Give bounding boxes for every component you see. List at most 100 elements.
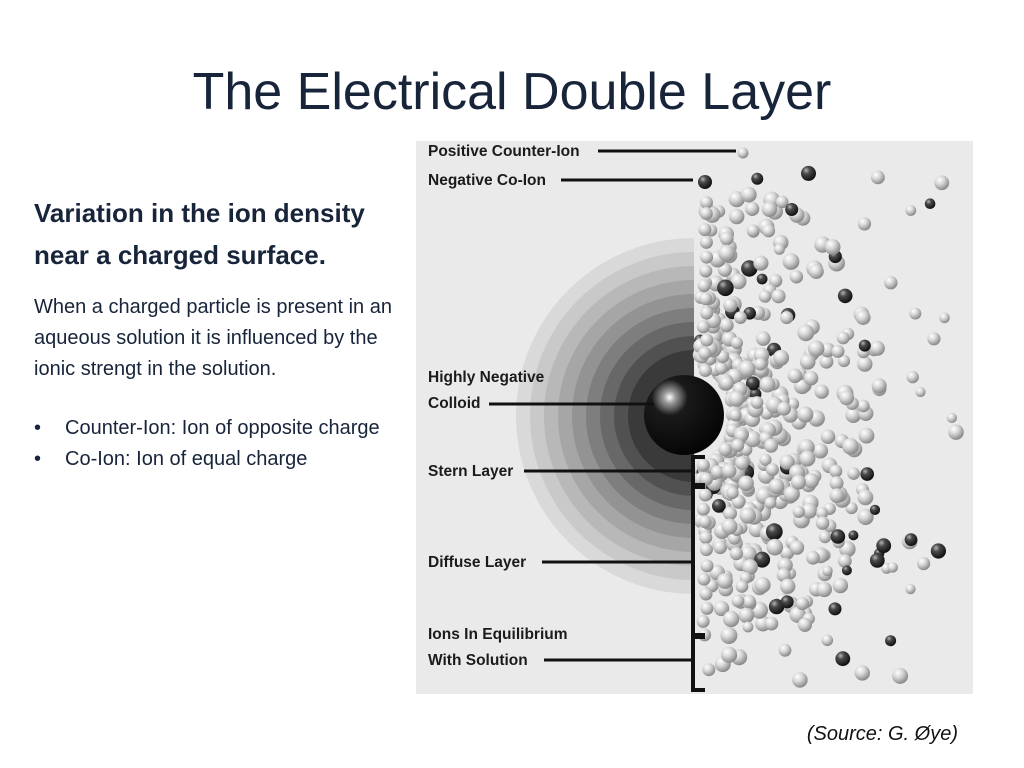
- positive-counter-ion-particle: [721, 518, 738, 535]
- negative-co-ion-particle: [904, 533, 918, 546]
- negative-co-ion-particle: [768, 598, 785, 615]
- positive-counter-ion-particle: [702, 663, 716, 677]
- positive-counter-ion-particle: [728, 191, 745, 208]
- positive-counter-ion-particle: [857, 356, 873, 372]
- label-negative-co-ion: Negative Co-Ion: [428, 172, 546, 189]
- negative-co-ion-particle: [780, 595, 794, 609]
- positive-counter-ion-particle: [710, 465, 725, 479]
- positive-counter-ion-particle: [905, 584, 916, 595]
- positive-counter-ion-particle: [759, 453, 772, 466]
- negative-co-ion-particle: [756, 273, 768, 285]
- positive-counter-ion-particle: [756, 331, 771, 346]
- positive-counter-ion-particle: [789, 540, 805, 555]
- positive-counter-ion-particle: [762, 224, 776, 238]
- positive-counter-ion-particle: [836, 331, 850, 345]
- positive-counter-ion-particle: [758, 290, 772, 303]
- positive-counter-ion-particle: [819, 354, 834, 369]
- positive-counter-ion-particle: [909, 307, 922, 320]
- negative-co-ion-particle: [785, 203, 799, 216]
- positive-counter-ion-particle: [699, 587, 713, 601]
- positive-counter-ion-particle: [700, 601, 714, 615]
- positive-counter-ion-particle: [698, 488, 712, 502]
- positive-counter-ion-particle: [946, 412, 958, 423]
- positive-counter-ion-particle: [766, 538, 784, 556]
- positive-counter-ion-particle: [700, 472, 713, 486]
- positive-counter-ion-particle: [722, 610, 740, 628]
- positive-counter-ion-particle: [816, 581, 832, 598]
- positive-counter-ion-particle: [869, 340, 885, 356]
- positive-counter-ion-particle: [801, 503, 818, 519]
- positive-counter-ion-particle: [740, 186, 757, 203]
- positive-counter-ion-particle: [855, 310, 871, 325]
- positive-counter-ion-particle: [719, 231, 734, 246]
- positive-counter-ion-particle: [771, 289, 786, 304]
- section-heading: Variation in the ion density near a char…: [34, 198, 365, 270]
- positive-counter-ion-particle: [696, 614, 710, 628]
- positive-counter-ion-particle: [806, 550, 820, 565]
- positive-counter-ion-particle: [700, 333, 714, 347]
- positive-counter-ion-particle: [887, 562, 898, 573]
- positive-counter-ion-particle: [719, 376, 734, 391]
- positive-counter-ion-particle: [796, 597, 809, 611]
- positive-counter-ion-particle: [777, 401, 791, 416]
- positive-counter-ion-particle: [821, 634, 834, 647]
- positive-counter-ion-particle: [818, 530, 832, 544]
- positive-counter-ion-particle: [857, 217, 872, 231]
- positive-counter-ion-particle: [713, 540, 727, 555]
- negative-co-ion-particle: [876, 538, 892, 554]
- positive-counter-ion-particle: [842, 438, 859, 455]
- positive-counter-ion-particle: [696, 320, 710, 334]
- positive-counter-ion-particle: [730, 273, 747, 290]
- positive-counter-ion-particle: [792, 672, 808, 688]
- positive-counter-ion-particle: [765, 463, 779, 477]
- ion-particles: [692, 147, 964, 688]
- negative-co-ion-particle: [741, 260, 758, 277]
- positive-counter-ion-particle: [857, 508, 874, 525]
- positive-counter-ion-particle: [837, 554, 852, 568]
- positive-counter-ion-particle: [815, 516, 830, 530]
- positive-counter-ion-particle: [768, 274, 783, 288]
- source-citation: (Source: G. Øye): [806, 723, 958, 745]
- negative-co-ion-particle: [751, 172, 764, 185]
- positive-counter-ion-particle: [746, 224, 760, 238]
- positive-counter-ion-particle: [797, 617, 812, 632]
- positive-counter-ion-particle: [726, 486, 739, 500]
- positive-counter-ion-particle: [814, 384, 829, 399]
- label-with-solution: With Solution: [428, 652, 528, 669]
- label-stern-layer: Stern Layer: [428, 463, 513, 480]
- positive-counter-ion-particle: [905, 205, 917, 216]
- label-ions-in-equilibrium: Ions In Equilibrium: [428, 626, 568, 643]
- positive-counter-ion-particle: [699, 531, 713, 544]
- positive-counter-ion-particle: [764, 616, 779, 631]
- positive-counter-ion-particle: [699, 235, 713, 249]
- positive-counter-ion-particle: [731, 438, 745, 452]
- positive-counter-ion-particle: [729, 208, 745, 225]
- positive-counter-ion-particle: [797, 324, 815, 342]
- negative-co-ion-particle: [924, 198, 936, 209]
- positive-counter-ion-particle: [718, 442, 733, 457]
- negative-co-ion-particle: [930, 543, 947, 559]
- positive-counter-ion-particle: [721, 646, 738, 663]
- positive-counter-ion-particle: [700, 196, 713, 209]
- positive-counter-ion-particle: [812, 443, 829, 459]
- positive-counter-ion-particle: [764, 438, 779, 453]
- positive-counter-ion-particle: [799, 354, 816, 370]
- positive-counter-ion-particle: [729, 409, 742, 422]
- positive-counter-ion-particle: [720, 627, 738, 644]
- positive-counter-ion-particle: [739, 507, 756, 524]
- positive-counter-ion-particle: [820, 429, 836, 445]
- negative-co-ion-particle: [765, 523, 783, 541]
- negative-co-ion-particle: [712, 499, 726, 513]
- positive-counter-ion-particle: [754, 358, 767, 371]
- positive-counter-ion-particle: [696, 502, 710, 516]
- positive-counter-ion-particle: [845, 407, 862, 423]
- positive-counter-ion-particle: [829, 488, 845, 503]
- positive-counter-ion-particle: [700, 559, 714, 573]
- positive-counter-ion-particle: [775, 195, 789, 209]
- positive-counter-ion-particle: [773, 243, 785, 255]
- positive-counter-ion-particle: [731, 594, 745, 608]
- positive-counter-ion-particle: [728, 390, 745, 407]
- positive-counter-ion-particle: [735, 456, 749, 470]
- label-colloid: Colloid: [428, 395, 481, 412]
- positive-counter-ion-particle: [721, 463, 737, 479]
